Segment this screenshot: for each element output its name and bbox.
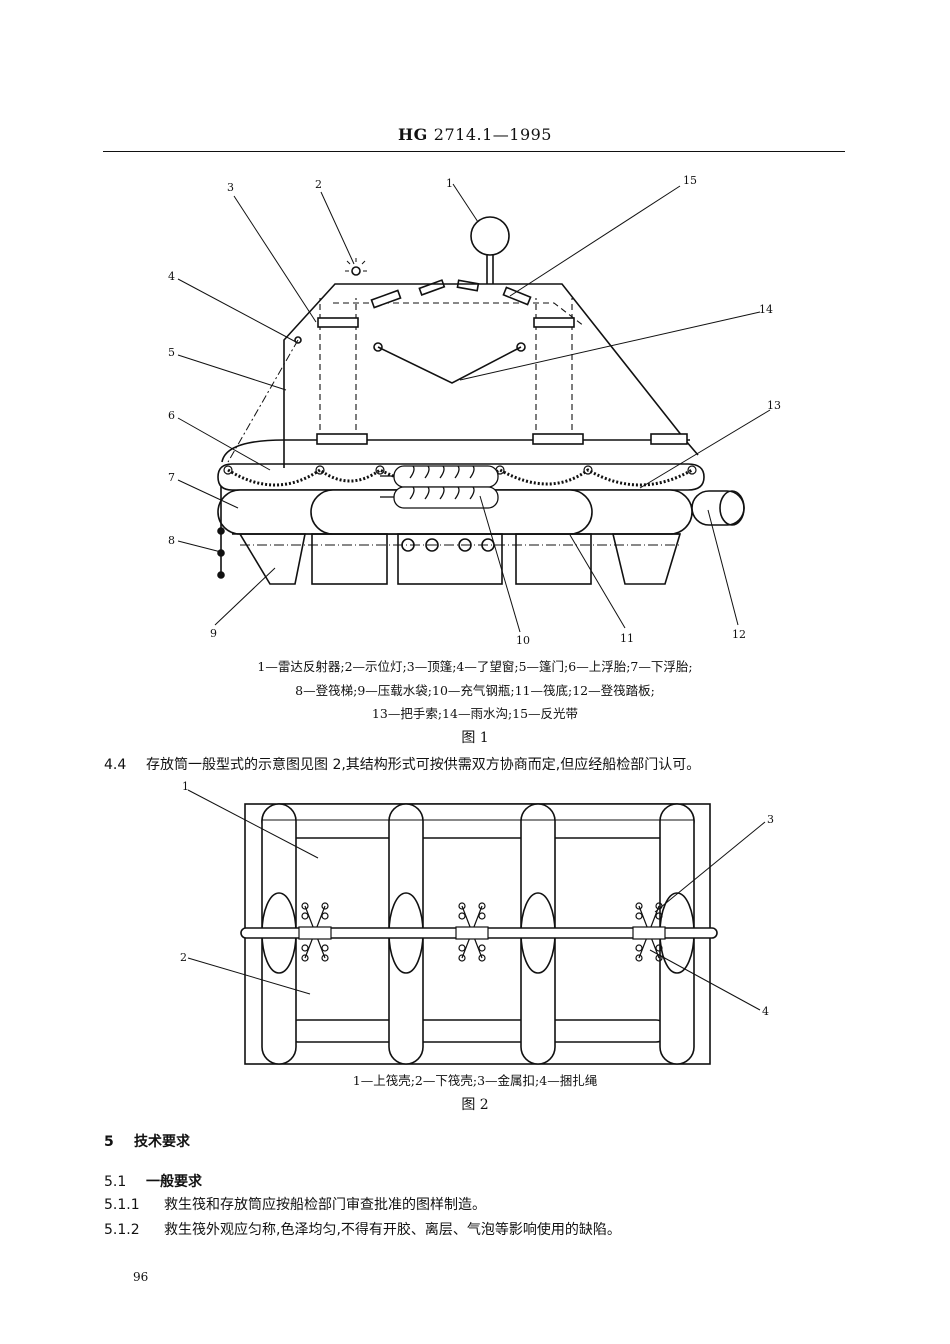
figure1-caption: 图 1 <box>461 730 489 746</box>
callout-11: 11 <box>620 632 634 645</box>
section-5-heading: 5 技术要求 <box>104 1131 190 1151</box>
callout-10: 10 <box>516 634 530 647</box>
radar-reflector <box>470 216 510 284</box>
container-band <box>240 927 718 939</box>
section-5-1-heading: 5.1 一般要求 <box>104 1171 202 1191</box>
metal-clasps <box>298 902 666 962</box>
figure1-callouts: 1 2 3 4 5 6 7 8 9 10 11 12 13 14 15 <box>168 174 781 647</box>
page-number: 96 <box>133 1270 149 1284</box>
callout-9: 9 <box>210 627 217 640</box>
figure2-legend: 1—上筏壳;2—下筏壳;3—金属扣;4—捆扎绳 <box>352 1073 598 1088</box>
figure1-liferaft-drawing: 1 2 3 4 5 6 7 8 9 10 11 12 13 14 15 <box>168 174 781 647</box>
callout-8: 8 <box>168 534 175 547</box>
callout-2: 2 <box>315 178 322 191</box>
fig2-callout-2: 2 <box>180 951 187 964</box>
item-5-1-1-number: 5.1.1 <box>104 1197 140 1213</box>
callout-6: 6 <box>168 409 175 422</box>
canopy <box>221 279 699 468</box>
item-5-1-2-number: 5.1.2 <box>104 1222 140 1238</box>
figure2-leader-lines <box>187 789 766 1011</box>
fig2-callout-1: 1 <box>182 780 189 793</box>
figure2-callouts: 1 2 3 4 <box>180 780 774 1018</box>
callout-13: 13 <box>767 399 781 412</box>
callout-15: 15 <box>683 174 697 187</box>
section-5-title: 技术要求 <box>134 1134 190 1150</box>
ballast-bags <box>238 533 682 585</box>
upper-buoyancy-tube <box>217 463 705 491</box>
section-5-number: 5 <box>104 1134 114 1150</box>
callout-3: 3 <box>227 181 234 194</box>
paragraph-4-4-text: 存放筒一般型式的示意图见图 2,其结构形式可按供需双方协商而定,但应经船检部门认… <box>146 757 701 773</box>
figure1-legend-line-1: 1—雷达反射器;2—示位灯;3—顶篷;4—了望窗;5—篷门;6—上浮胎;7—下浮… <box>257 659 693 674</box>
callout-4: 4 <box>168 270 175 283</box>
figure1-legend-line-2: 8—登筏梯;9—压载水袋;10—充气钢瓶;11—筏底;12—登筏踏板; <box>295 683 655 698</box>
standard-header: HG 2714.1—1995 <box>0 125 950 144</box>
boarding-ladder <box>217 486 225 579</box>
item-5-1-2: 5.1.2 救生筏外观应匀称,色泽均匀,不得有开胶、离层、气泡等影响使用的缺陷。 <box>104 1219 621 1239</box>
figure1-leader-lines <box>177 183 771 633</box>
boarding-step <box>691 490 745 526</box>
item-5-1-2-text: 救生筏外观应匀称,色泽均匀,不得有开胶、离层、气泡等影响使用的缺陷。 <box>164 1222 621 1238</box>
callout-14: 14 <box>759 303 773 316</box>
fig2-callout-3: 3 <box>767 813 774 826</box>
paragraph-4-4-number: 4.4 <box>104 757 127 773</box>
header-rule <box>103 151 845 152</box>
section-5-1-title: 一般要求 <box>146 1174 202 1190</box>
fig2-callout-4: 4 <box>762 1005 769 1018</box>
section-5-1-number: 5.1 <box>104 1174 127 1190</box>
standard-code: HG <box>398 125 428 144</box>
item-5-1-1-text: 救生筏和存放筒应按船检部门审查批准的图样制造。 <box>164 1197 486 1213</box>
callout-12: 12 <box>732 628 746 641</box>
position-light <box>345 258 367 276</box>
figure2-caption: 图 2 <box>461 1097 489 1113</box>
standard-number: 2714.1—1995 <box>433 125 552 144</box>
figure1-legend-line-3: 13—把手索;14—雨水沟;15—反光带 <box>371 706 579 721</box>
callout-1: 1 <box>446 177 453 190</box>
gas-cylinders <box>380 465 499 509</box>
lifeline <box>223 465 697 487</box>
paragraph-4-4: 4.4 存放筒一般型式的示意图见图 2,其结构形式可按供需双方协商而定,但应经船检… <box>104 754 864 774</box>
container-body <box>244 803 711 1065</box>
callout-5: 5 <box>168 346 175 359</box>
callout-7: 7 <box>168 471 175 484</box>
item-5-1-1: 5.1.1 救生筏和存放筒应按船检部门审查批准的图样制造。 <box>104 1194 486 1214</box>
